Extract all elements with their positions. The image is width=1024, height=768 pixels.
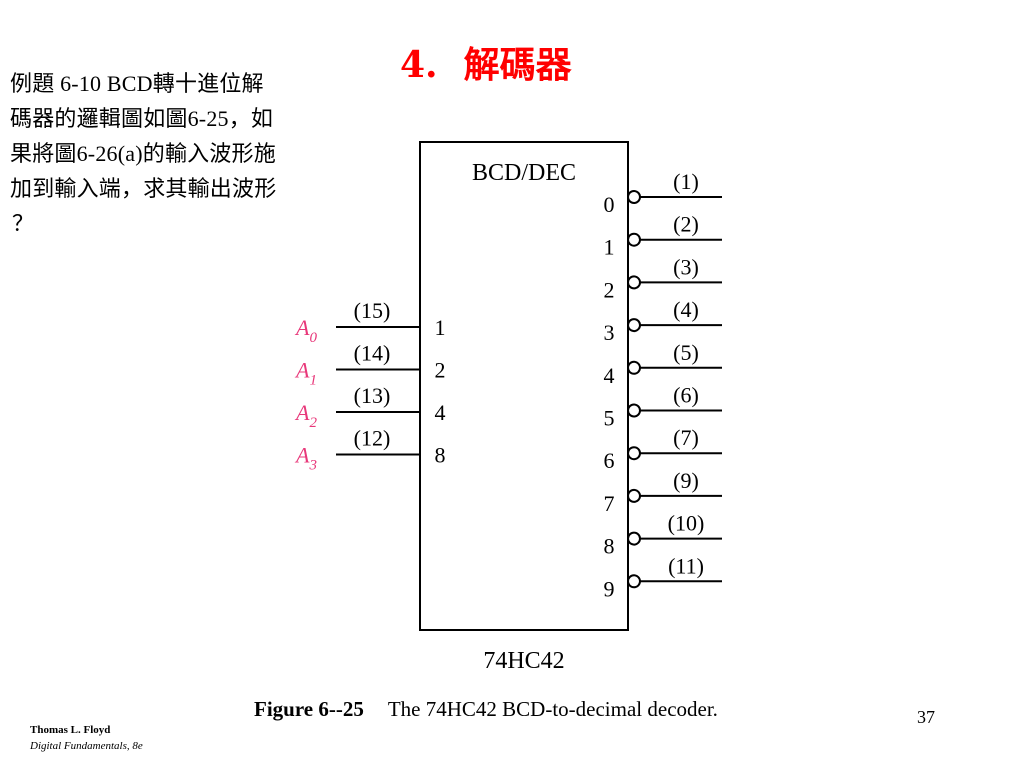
output-pin-number: (5) [673, 340, 699, 365]
inversion-bubble [627, 488, 641, 503]
output-label: 6 [604, 448, 615, 473]
input-pin-number: (15) [354, 298, 391, 323]
inversion-bubble [627, 446, 641, 461]
output-label: 5 [604, 406, 615, 431]
input-pin-number: (14) [354, 341, 391, 366]
input-signal-label: A3 [294, 443, 317, 474]
input-signal-label: A0 [294, 315, 317, 346]
title-text: 解碼器 [463, 44, 572, 86]
input-weight-label: 4 [435, 400, 446, 425]
output-label: 2 [604, 277, 615, 302]
output-pin-number: (3) [673, 254, 699, 279]
inversion-bubble [627, 275, 641, 290]
inversion-bubble [627, 318, 641, 333]
input-pin-number: (13) [354, 383, 391, 408]
input-signal-label: A1 [294, 358, 317, 389]
input-signal-subscript: 2 [309, 415, 317, 431]
slide-title: 4. 解碼器 [400, 36, 572, 88]
output-pin-number: (2) [673, 212, 699, 237]
example-question: 例題 6-10 BCD轉十進位解 碼器的邏輯圖如圖6-25，如 果將圖6-26(… [10, 66, 355, 241]
inversion-bubble [627, 190, 641, 204]
output-pin-number: (6) [673, 383, 699, 408]
page-number: 37 [917, 707, 935, 727]
question-line: 加到輸入端，求其輸出波形 [10, 176, 277, 201]
block-label: BCD/DEC [472, 160, 576, 186]
title-number: 4. [400, 44, 438, 86]
output-label: 0 [604, 192, 615, 217]
input-signal-subscript: 0 [309, 330, 317, 346]
output-label: 1 [604, 235, 615, 260]
figure-label: Figure 6--25 [254, 697, 364, 721]
inversion-bubble [627, 531, 641, 546]
question-line: 例題 6-10 BCD轉十進位解 [10, 71, 264, 96]
output-pin-number: (11) [668, 553, 704, 578]
inversion-bubble [627, 403, 641, 418]
figure-text: The 74HC42 BCD-to-decimal decoder. [387, 697, 718, 721]
output-pin-number: (1) [673, 169, 699, 194]
input-signal-label: A2 [294, 400, 317, 431]
output-label: 9 [604, 576, 615, 601]
input-weight-label: 8 [435, 443, 446, 468]
footer-book: Digital Fundamentals, 8e [30, 740, 143, 752]
footer-author: Thomas L. Floyd [30, 724, 111, 736]
input-pin-number: (12) [354, 426, 391, 451]
decoder-diagram-group: BCD/DEC74HC42(15)1A0(14)2A1(13)4A2(12)8A… [294, 141, 722, 674]
question-line: ？ [12, 211, 35, 236]
inversion-bubble [627, 574, 641, 589]
output-label: 4 [604, 363, 615, 388]
input-weight-label: 2 [435, 358, 446, 383]
inversion-bubble [627, 360, 641, 375]
output-label: 3 [604, 320, 615, 345]
output-label: 7 [604, 491, 615, 516]
output-pin-number: (9) [673, 468, 699, 493]
figure-caption: Figure 6--25 The 74HC42 BCD-to-decimal de… [254, 697, 718, 722]
question-line: 碼器的邏輯圖如圖6-25，如 [10, 106, 274, 131]
output-pin-number: (10) [668, 511, 705, 536]
input-signal-subscript: 3 [308, 458, 317, 474]
input-weight-label: 1 [435, 315, 446, 340]
question-line: 果將圖6-26(a)的輸入波形施 [10, 141, 276, 166]
output-pin-number: (4) [673, 297, 699, 322]
input-signal-subscript: 1 [309, 373, 317, 389]
output-pin-number: (7) [673, 425, 699, 450]
output-label: 8 [604, 534, 615, 559]
inversion-bubble [627, 232, 641, 247]
part-number-label: 74HC42 [483, 648, 564, 674]
decoder-block [419, 141, 629, 631]
